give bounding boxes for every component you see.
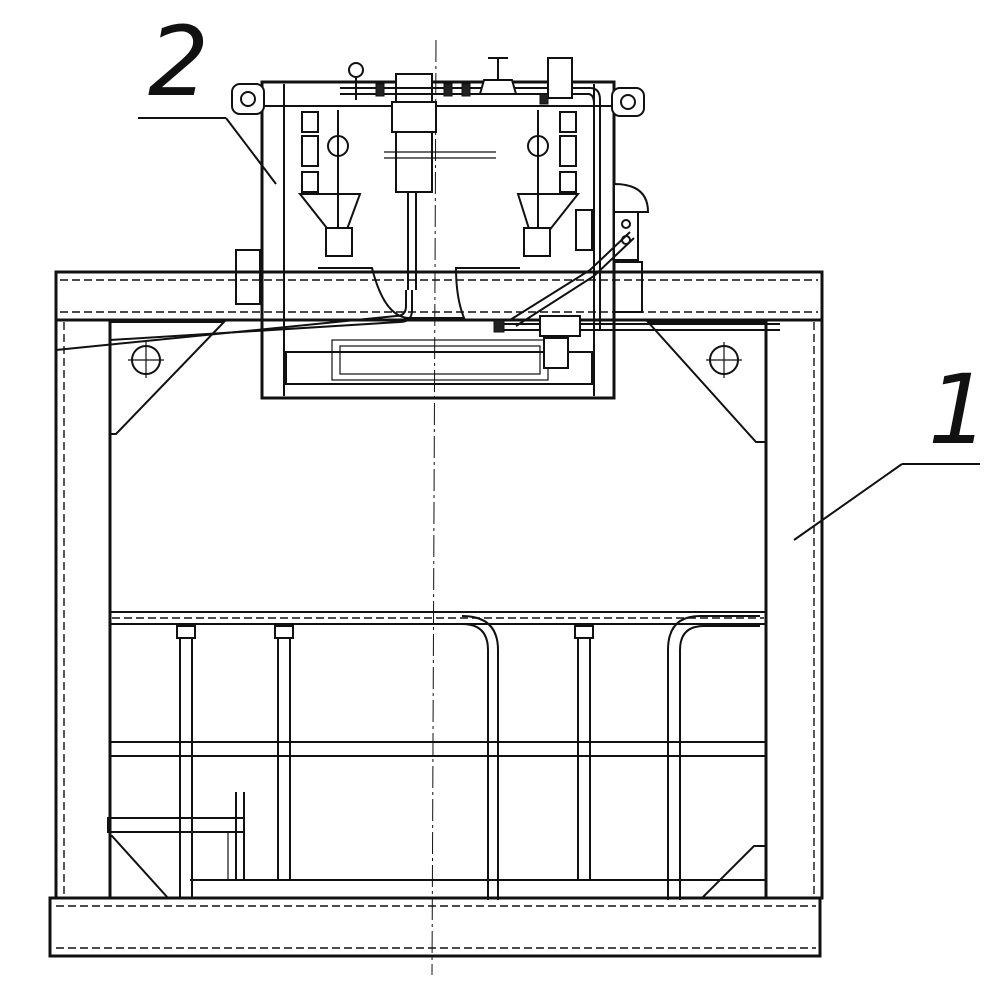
- center-line: [431, 39, 437, 976]
- main-frame: [48, 270, 824, 958]
- leader-lines: [138, 117, 980, 541]
- inner-grating: [107, 611, 766, 900]
- part-number-1-label: 1: [928, 354, 990, 466]
- part-number-2-label: 2: [148, 6, 210, 118]
- lifting-holes: [128, 342, 742, 378]
- upper-assembly: [55, 57, 780, 400]
